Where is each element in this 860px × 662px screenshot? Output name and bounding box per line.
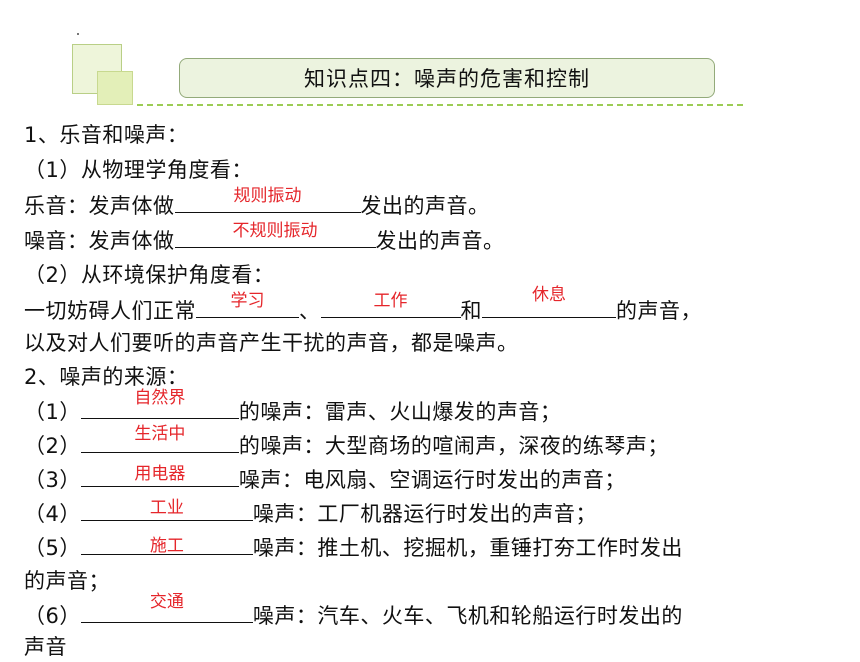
item-answer: 用电器 <box>134 464 186 484</box>
env-blank-1: 学习 <box>196 291 299 318</box>
noise-definition: 噪音：发声体做 不规则振动 发出的声音。 <box>24 221 505 256</box>
item-text: 噪声：工厂机器运行时发出的声音； <box>252 502 597 526</box>
env-pre: 一切妨碍人们正常 <box>24 299 196 323</box>
env-definition: 一切妨碍人们正常 学习 、 工作 和 休息的声音， <box>24 285 702 326</box>
item5-continuation: 的声音； <box>24 569 110 593</box>
noise-answer: 不规则振动 <box>232 221 318 241</box>
item-answer: 交通 <box>149 592 184 612</box>
item-text: 噪声：推土机、挖掘机，重锤打夯工作时发出 <box>252 536 683 560</box>
decor-square-small <box>97 71 133 105</box>
noise-post: 发出的声音。 <box>375 229 505 253</box>
s1-sub1: （1）从物理学角度看： <box>24 158 253 182</box>
item-blank: 工业 <box>80 498 253 521</box>
item6-continuation: 声音 <box>24 635 67 659</box>
music-definition: 乐音：发声体做 规则振动 发出的声音。 <box>24 186 490 221</box>
music-answer: 规则振动 <box>233 186 302 206</box>
music-pre: 乐音：发声体做 <box>24 194 175 218</box>
item-answer: 自然界 <box>134 388 186 408</box>
source-item: （5） 施工 噪声：推土机、挖掘机，重锤打夯工作时发出 <box>24 532 683 563</box>
s2-heading: 2、噪声的来源： <box>24 365 189 389</box>
item-number: （6） <box>24 604 81 628</box>
env-answer-2: 工作 <box>373 291 408 311</box>
item-number: （4） <box>24 502 81 526</box>
item-text: 的噪声：雷声、火山爆发的声音； <box>238 400 562 424</box>
env-answer-1: 学习 <box>230 291 265 311</box>
env-and: 和 <box>460 299 482 323</box>
item-text: 噪声：电风扇、空调运行时发出的声音； <box>238 468 626 492</box>
item-number: （5） <box>24 536 81 560</box>
item-answer: 工业 <box>149 498 184 518</box>
s1-heading: 1、乐音和噪声： <box>24 123 189 147</box>
env-sep: 、 <box>299 299 321 323</box>
item-number: （1） <box>24 400 81 424</box>
source-item: （1） 自然界的噪声：雷声、火山爆发的声音； <box>24 388 562 427</box>
env-answer-3: 休息 <box>532 285 566 305</box>
item-answer: 施工 <box>149 536 184 556</box>
decor-dot <box>77 33 79 35</box>
section-title-text: 知识点四：噪声的危害和控制 <box>304 67 590 91</box>
source-item: （2） 生活中的噪声：大型商场的喧闹声，深夜的练琴声； <box>24 424 669 461</box>
noise-blank: 不规则振动 <box>174 221 376 248</box>
noise-pre: 噪音：发声体做 <box>24 229 175 253</box>
item-blank: 自然界 <box>80 388 239 419</box>
item-number: （3） <box>24 468 81 492</box>
item-number: （2） <box>24 434 81 458</box>
item-blank: 生活中 <box>80 424 239 453</box>
title-divider <box>137 104 743 106</box>
music-post: 发出的声音。 <box>360 194 490 218</box>
item-answer: 生活中 <box>134 424 186 444</box>
item-blank: 用电器 <box>80 464 239 487</box>
item-blank: 交通 <box>80 592 253 623</box>
item-text: 噪声：汽车、火车、飞机和轮船运行时发出的 <box>252 604 683 628</box>
s1-sub2: （2）从环境保护角度看： <box>24 263 275 287</box>
env-line2: 以及对人们要听的声音产生干扰的声音，都是噪声。 <box>24 331 519 355</box>
item-text: 的噪声：大型商场的喧闹声，深夜的练琴声； <box>238 434 669 458</box>
section-title: 知识点四：噪声的危害和控制 <box>179 58 715 98</box>
source-item: （4） 工业 噪声：工厂机器运行时发出的声音； <box>24 498 597 529</box>
music-blank: 规则振动 <box>174 186 361 213</box>
source-item: （3） 用电器 噪声：电风扇、空调运行时发出的声音； <box>24 464 626 495</box>
source-item: （6） 交通噪声：汽车、火车、飞机和轮船运行时发出的 <box>24 592 683 631</box>
env-blank-2: 工作 <box>320 291 461 318</box>
item-blank: 施工 <box>80 532 253 556</box>
env-post: 的声音， <box>616 299 702 323</box>
env-blank-3: 休息 <box>482 285 616 318</box>
